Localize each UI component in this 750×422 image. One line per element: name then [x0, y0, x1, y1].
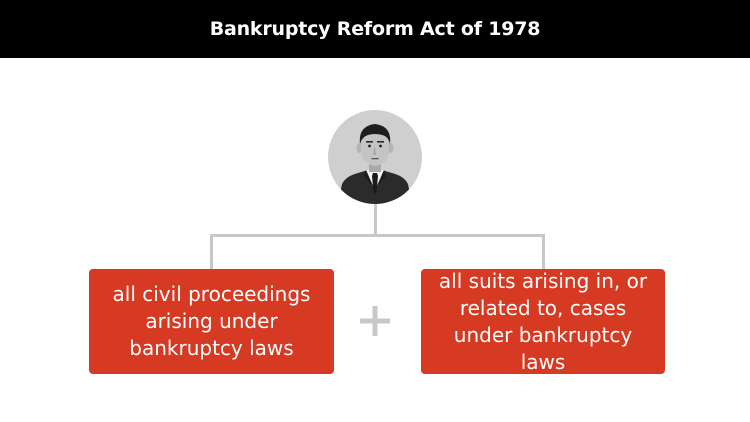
connector-right-drop [542, 234, 545, 270]
businessman-avatar-icon [328, 110, 422, 204]
left-concept-box: all civil proceedings arising under bank… [89, 269, 334, 374]
left-concept-text: all civil proceedings arising under bank… [112, 282, 311, 360]
connector-horizontal [210, 234, 545, 237]
connector-stem [374, 204, 377, 236]
title-bar: Bankruptcy Reform Act of 1978 [0, 0, 750, 58]
right-concept-text: all suits arising in, or related to, cas… [438, 268, 648, 374]
connector-left-drop [210, 234, 213, 270]
page-title: Bankruptcy Reform Act of 1978 [209, 18, 541, 40]
plus-icon [360, 306, 390, 336]
right-concept-box: all suits arising in, or related to, cas… [421, 269, 665, 374]
